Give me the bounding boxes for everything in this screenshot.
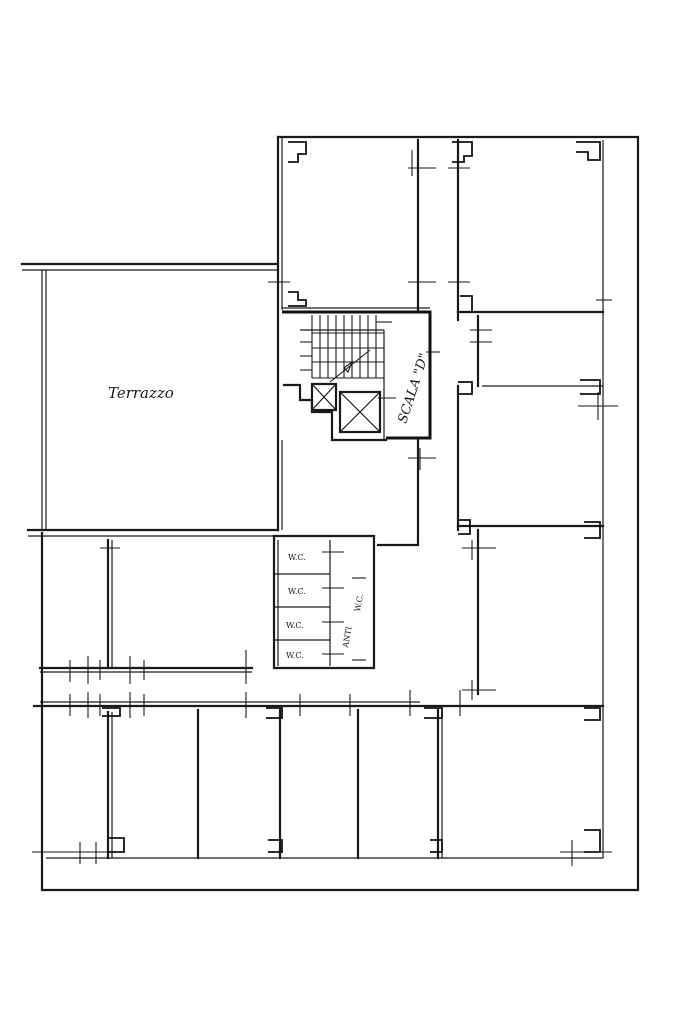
room-right-mid-upper (456, 314, 618, 532)
elevator-large (338, 390, 382, 434)
wc-block: W.C. W.C. W.C. W.C. ANTI W.C. (272, 534, 376, 670)
central-corridor (281, 310, 460, 547)
wc-label-1: W.C. (288, 553, 306, 562)
wc-label-3: W.C. (286, 621, 304, 630)
wc-label-4: W.C. (286, 651, 304, 660)
terrace-label: Terrazzo (108, 384, 174, 402)
room-top-right (448, 138, 612, 314)
stair-core: SCALA "D" (282, 310, 440, 442)
outer-perimeter (40, 135, 640, 892)
wc-label-2: W.C. (288, 587, 306, 596)
elevator-small (310, 382, 338, 412)
room-right-mid-lower (456, 519, 605, 700)
room-top-left (268, 138, 436, 312)
room-left-mid (100, 538, 120, 670)
stair-treads (300, 315, 384, 383)
anti-wc-label-wc: W.C. (353, 593, 365, 612)
bottom-rooms (32, 707, 612, 866)
anti-wc-label-anti: ANTI (341, 626, 354, 650)
terrace-area: Terrazzo (20, 262, 280, 537)
stair-label: SCALA "D" (396, 351, 433, 425)
main-corridor (32, 650, 605, 718)
